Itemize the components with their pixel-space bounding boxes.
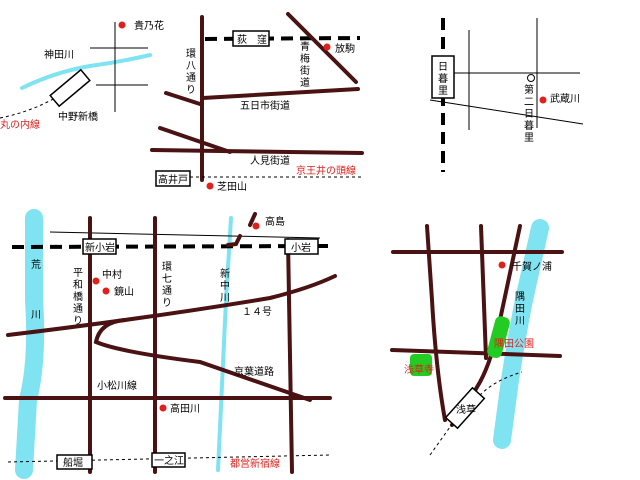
panel-nakano: 貴乃花 神田川 中野新橋 丸の内線 xyxy=(0,19,164,131)
oume-road xyxy=(286,12,358,84)
itsukaichi-label: 五日市街道 xyxy=(240,99,290,112)
koiwa-label: 小岩 xyxy=(291,241,311,254)
takaido-station-box xyxy=(155,170,191,187)
ogikubo-station-box xyxy=(232,30,270,47)
kandagawa-river xyxy=(20,53,152,90)
chiganoura-label: 千賀ノ浦 xyxy=(512,260,552,273)
school-marker xyxy=(527,74,535,82)
heiwabashi-label: 平 和 橋 通 り xyxy=(73,268,86,327)
middle-road xyxy=(479,224,488,360)
nippori-label: 日 暮 里 xyxy=(438,62,451,97)
west-road xyxy=(425,224,447,422)
oume-label: 青 梅 街 道 xyxy=(300,40,313,89)
sumida-river xyxy=(493,219,549,449)
kannana-label: 環 七 通 り xyxy=(162,261,175,309)
panel-asakusa: 浅草 千賀ノ浦 隅 田 川 隅田公園 浅草寺 xyxy=(390,219,564,456)
shinkoiwa-station-box xyxy=(82,238,117,255)
chuo-line xyxy=(204,36,361,41)
local-road xyxy=(49,231,321,239)
ichinoe-station-box xyxy=(151,452,186,468)
hitomi-road xyxy=(150,148,364,155)
diagonal-road xyxy=(158,126,232,154)
kinonohana-marker xyxy=(118,21,126,29)
keiyo-road xyxy=(93,318,312,402)
takaido-label: 高井戸 xyxy=(158,173,188,186)
sumida-park-label: 隅田公園 xyxy=(494,338,534,350)
nakamura-label: 中村 xyxy=(102,268,122,281)
takashima-pointer xyxy=(248,212,257,227)
shinkoiwa-label: 新小岩 xyxy=(85,241,115,254)
musashigawa-marker xyxy=(539,96,547,104)
sobu-line xyxy=(11,244,331,249)
funabori-station-box xyxy=(56,454,93,470)
road-diag-b xyxy=(429,99,584,125)
arakawa-river xyxy=(15,209,45,479)
shinnaka-label: 新 中 川 xyxy=(220,267,233,304)
takadagawa-marker xyxy=(159,404,167,412)
takashima-label: 高島 xyxy=(265,215,285,228)
nakano-shinbashi-station-box xyxy=(49,68,91,108)
dai2-nippori-label: 第 二 日 暮 里 xyxy=(524,83,537,144)
takashima-marker xyxy=(252,222,260,230)
route-14-label: １４号 xyxy=(242,306,272,318)
panel-nippori: 日 暮 里 第 二 日 暮 里 武蔵川 xyxy=(429,18,584,172)
sensoji-area xyxy=(410,354,432,376)
shinnaka-river xyxy=(216,216,233,472)
komatsugawa-label: 小松川線 xyxy=(97,379,137,392)
panel-shinkoiwa: 新小岩 小岩 船堀 一之江 高島 中村 鏡山 高田川 荒 川 平 和 橋 通 り… xyxy=(3,209,337,479)
arakawa-label: 荒 川 xyxy=(31,259,44,321)
itsukaichi-west xyxy=(164,91,202,106)
sumida-river-label: 隅 田 川 xyxy=(515,291,528,327)
sensoji-label: 浅草寺 xyxy=(404,363,434,376)
toei-shinjuku-label: 都営新宿線 xyxy=(230,457,280,470)
ogikubo-label: 荻 窪 xyxy=(237,33,267,46)
marunouchi-label: 丸の内線 xyxy=(0,118,40,131)
kagamiyama-label: 鏡山 xyxy=(114,285,134,298)
panel-ogikubo: 荻 窪 高井戸 環 八 通 り 青 梅 街 道 五日市街道 人見街道 京王井の頭… xyxy=(150,12,364,193)
marunouchi-line xyxy=(0,97,56,119)
kandagawa-label: 神田川 xyxy=(44,48,74,61)
keio-inokashira-label: 京王井の頭線 xyxy=(296,164,356,177)
shibatayama-label: 芝田山 xyxy=(217,180,247,193)
musashigawa-label: 武蔵川 xyxy=(550,92,580,105)
route-14 xyxy=(6,274,337,337)
asakusa-label: 浅草 xyxy=(456,403,476,416)
nakano-shinbashi-label: 中野新橋 xyxy=(58,110,98,123)
nakamura-marker xyxy=(92,277,100,285)
asakusa-station-box xyxy=(444,386,486,430)
itsukaichi-road xyxy=(201,87,360,100)
cross-road xyxy=(390,348,562,358)
kinonohana-label: 貴乃花 xyxy=(134,19,164,32)
kagamiyama-marker xyxy=(102,287,110,295)
kanpachi-label: 環 八 通 り xyxy=(186,48,199,96)
keiyo-label: 京葉道路 xyxy=(234,365,274,378)
chiganoura-marker xyxy=(498,261,506,269)
shibatayama-marker xyxy=(206,182,214,190)
hitomi-label: 人見街道 xyxy=(250,154,290,167)
takadagawa-label: 高田川 xyxy=(170,402,200,415)
east-road xyxy=(286,238,294,474)
hokoma-label: 放駒 xyxy=(335,42,355,55)
funabori-label: 船堀 xyxy=(63,456,83,469)
ichinoe-label: 一之江 xyxy=(154,454,184,467)
hokoma-marker xyxy=(323,43,331,51)
nippori-station-box xyxy=(431,55,455,99)
koiwa-station-box xyxy=(284,238,319,255)
sumida-park-area xyxy=(487,316,510,359)
shinkoiwa-pointer xyxy=(226,234,242,247)
